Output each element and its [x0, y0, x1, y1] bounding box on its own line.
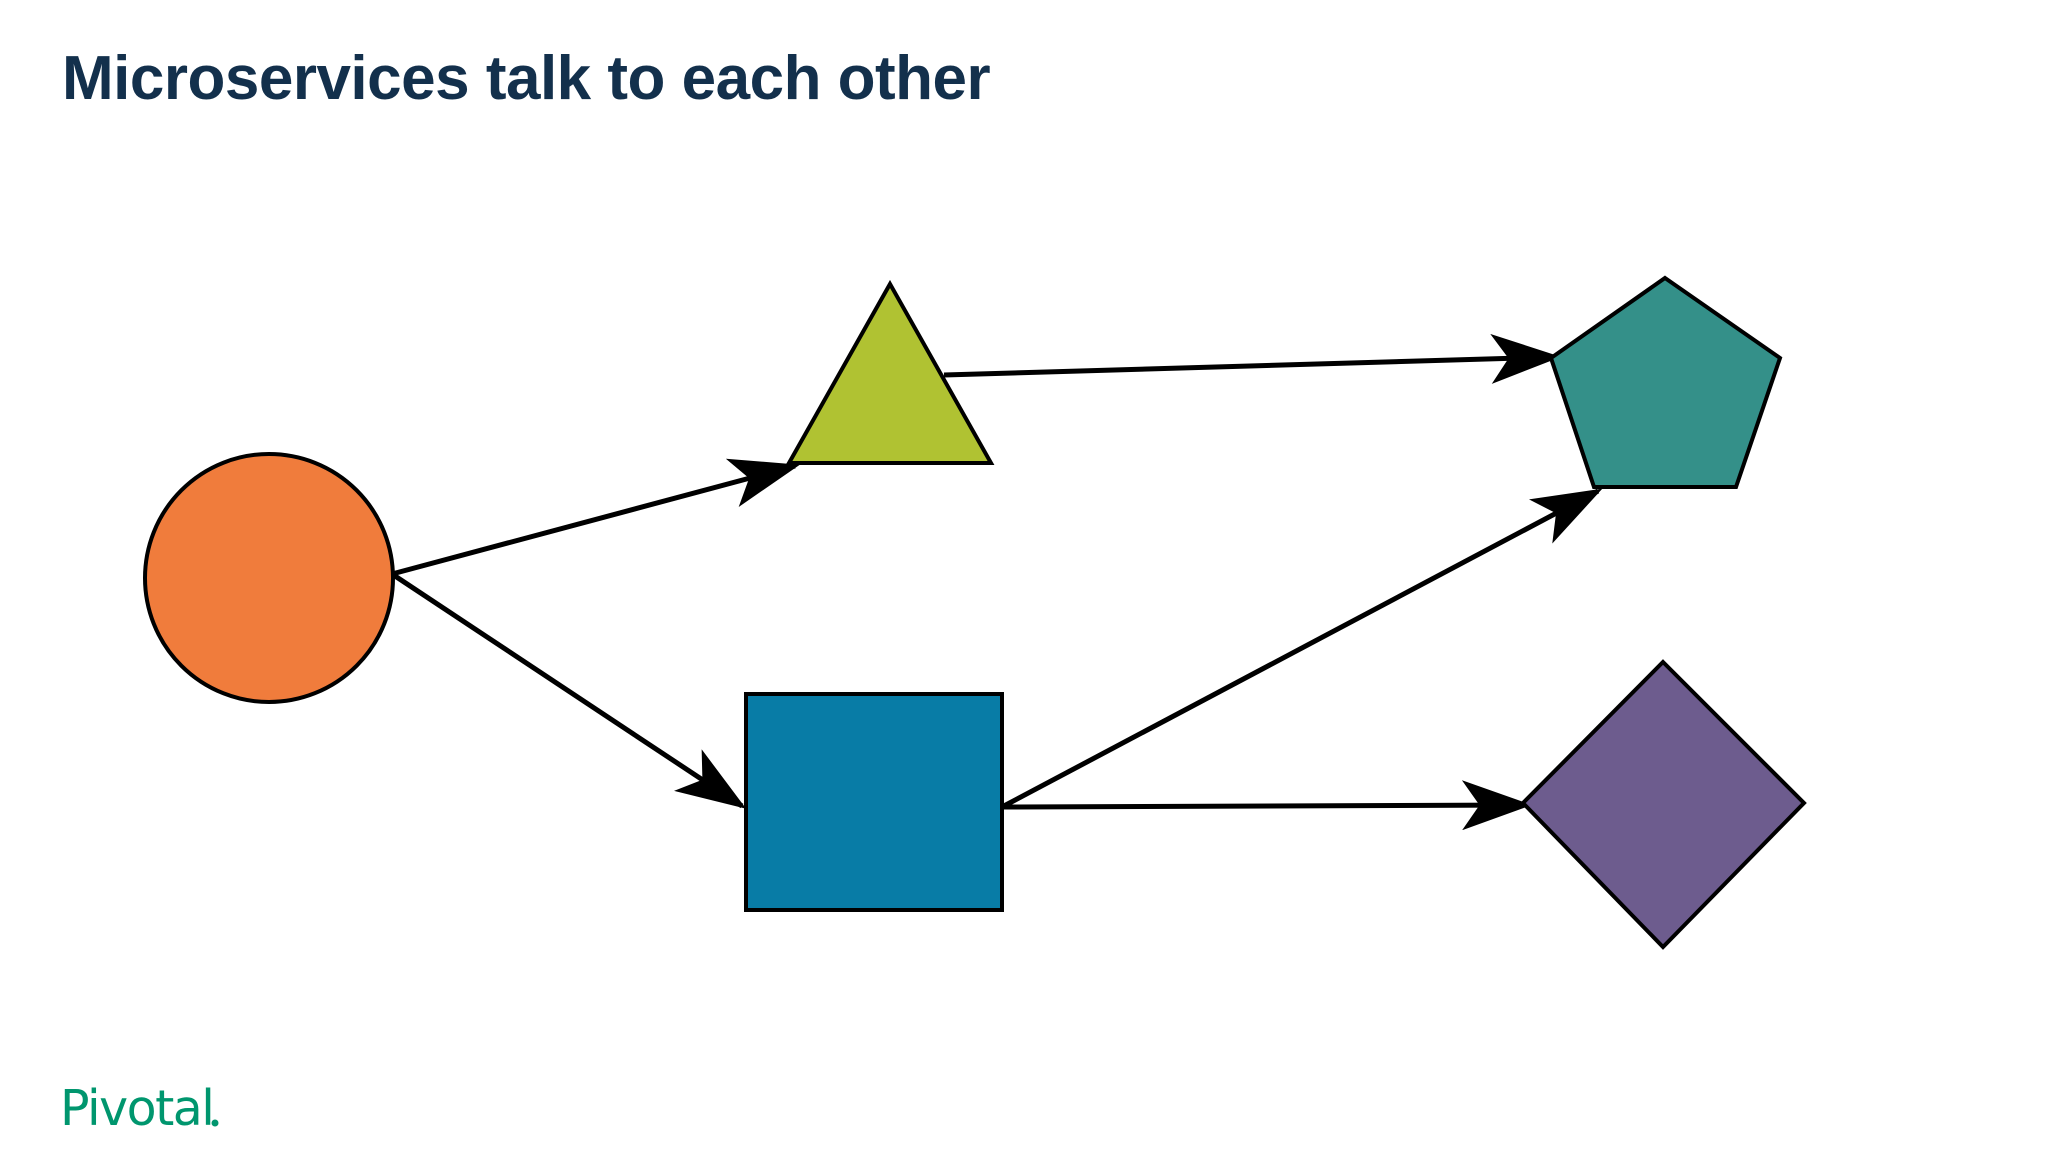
pivotal-logo: Pivotal: [60, 1082, 219, 1137]
node-service-square[interactable]: [744, 692, 1004, 912]
node-layer: [143, 275, 1807, 950]
node-service-diamond[interactable]: [1520, 659, 1807, 950]
node-service-triangle[interactable]: [785, 279, 995, 465]
edge-triangle-to-pentagon[interactable]: [943, 333, 1561, 384]
edge-circle-to-triangle[interactable]: [391, 458, 800, 577]
edge-layer: [390, 333, 1603, 831]
edge-square-to-pentagon[interactable]: [1000, 488, 1603, 810]
edge-square-to-diamond[interactable]: [1001, 780, 1532, 831]
node-service-circle[interactable]: [143, 452, 395, 704]
edge-circle-to-square[interactable]: [390, 571, 747, 809]
node-service-pentagon[interactable]: [1548, 275, 1783, 489]
pivotal-wordmark: Pivotal: [60, 1082, 213, 1137]
page-title: Microservices talk to each other: [62, 44, 991, 113]
pivotal-trademark-dot: [211, 1119, 219, 1127]
